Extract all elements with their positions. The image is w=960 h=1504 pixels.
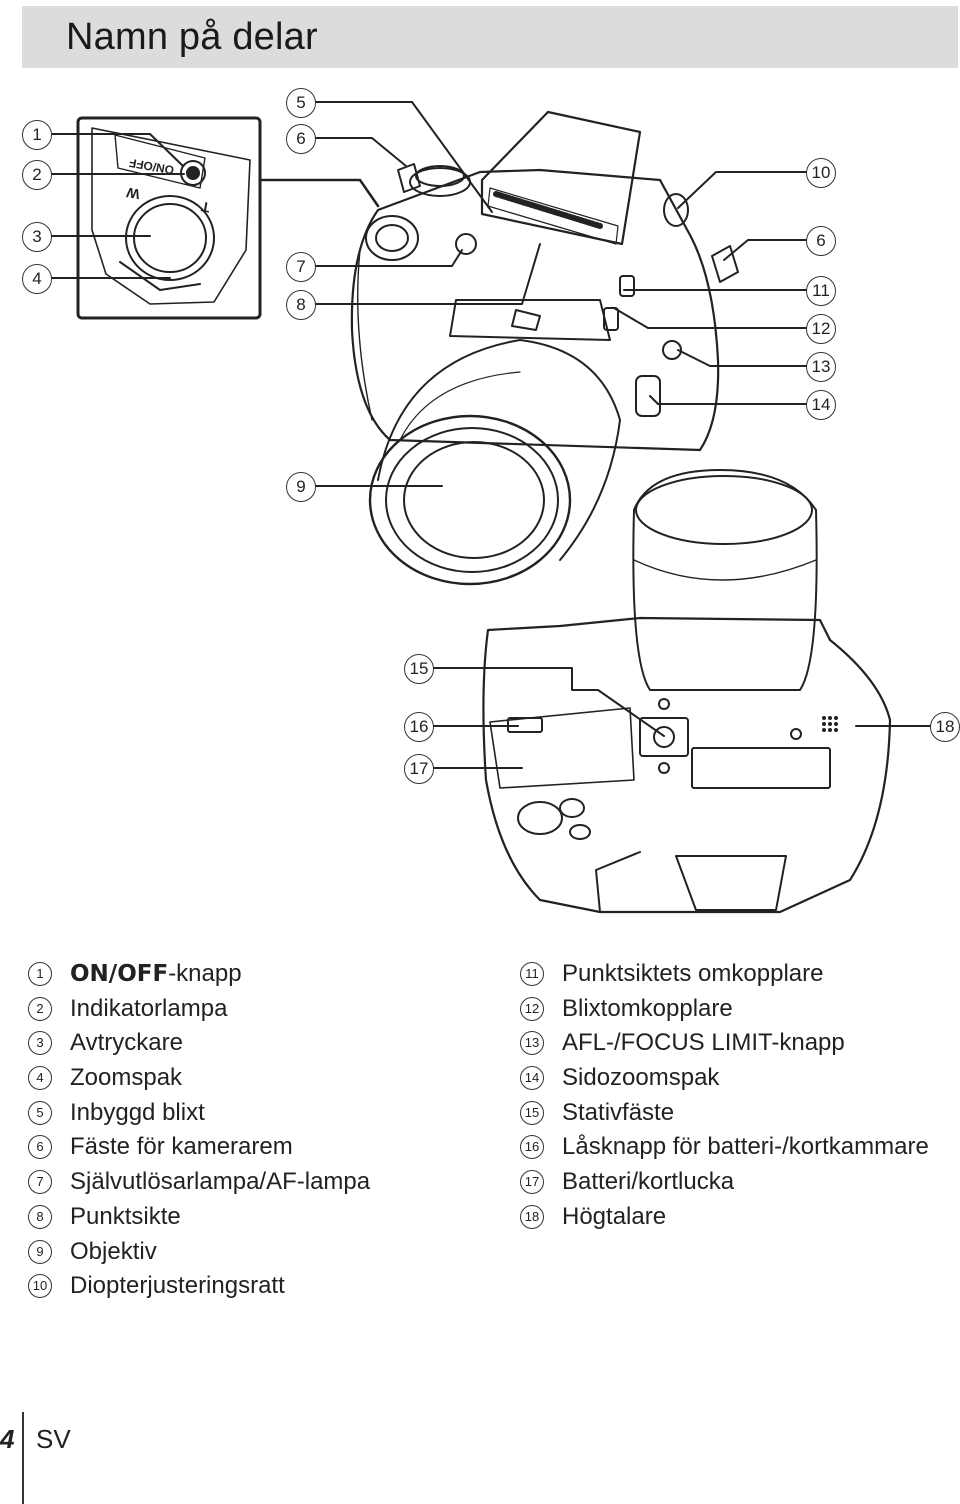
legend-number: 8 [28,1204,52,1229]
legend-number: 10 [28,1274,52,1299]
legend-number: 14 [520,1066,544,1091]
tele-marking: T [199,199,211,216]
legend-item: 1 ON/OFF-knapp [28,958,468,993]
legend-number: 12 [520,996,544,1021]
legend-number: 4 [28,1066,52,1091]
legend-label: Inbyggd blixt [70,1098,205,1126]
flash-drawing [480,110,642,246]
legend-item: 5 Inbyggd blixt [28,1097,468,1132]
battery-door-drawing [489,707,635,789]
callout-2: 2 [22,160,52,190]
legend-label: Sidozoomspak [562,1064,720,1092]
legend-item: 9 Objektiv [28,1236,468,1271]
legend-number: 9 [28,1239,52,1264]
legend-right-column: 11 Punktsiktets omkopplare 12 Blixtomkoppl… [520,958,958,1236]
legend-item: 17 Batteri/kortlucka [520,1166,958,1201]
speaker-drawing [822,716,838,732]
legend-label: Batteri/kortlucka [562,1168,735,1196]
callout-15: 15 [404,654,434,684]
lens-drawing [368,414,572,586]
camera-body-front [350,168,720,452]
legend-item: 4 Zoomspak [28,1062,468,1097]
legend-label: Punktsiktets omkopplare [562,960,824,987]
shutter-button-drawing [125,195,215,281]
legend-item: 2 Indikatorlampa [28,993,468,1028]
legend-item: 12 Blixtomkopplare [520,993,958,1028]
legend-item: 10 Diopterjusteringsratt [28,1270,468,1305]
callout-6a: 6 [286,124,316,154]
legend-number: 2 [28,996,52,1021]
footer-divider [22,1412,24,1504]
callout-3: 3 [22,222,52,252]
legend-item: 18 Högtalare [520,1201,958,1236]
tripod-mount-drawing [653,726,675,748]
legend-label: Högtalare [562,1202,667,1230]
legend-item: 7 Självutlösarlampa/AF-lampa [28,1166,468,1201]
legend-label: AFL-/FOCUS LIMIT-knapp [562,1029,845,1057]
legend-label: ON/OFF-knapp [70,960,242,987]
legend-number: 13 [520,1031,544,1056]
callout-18: 18 [930,712,960,742]
callout-17: 17 [404,754,434,784]
callout-5: 5 [286,88,316,118]
legend-number: 7 [28,1170,52,1195]
legend-label: Diopterjusteringsratt [70,1272,285,1300]
page-title: Namn på delar [66,16,318,58]
callout-4: 4 [22,264,52,294]
legend-label: Självutlösarlampa/AF-lampa [70,1168,371,1196]
legend-label: Punktsikte [70,1202,181,1230]
wide-marking: W [124,184,141,202]
callout-16: 16 [404,712,434,742]
callout-9: 9 [286,472,316,502]
legend-number: 11 [520,962,544,986]
camera-body-bottom [482,616,892,914]
callout-13: 13 [806,352,836,382]
legend-number: 17 [520,1170,544,1195]
callout-1: 1 [22,120,52,150]
legend-number: 6 [28,1135,52,1160]
legend-label: Fäste för kamerarem [70,1133,293,1161]
legend-label: Blixtomkopplare [562,994,733,1022]
legend-label: Låsknapp för batteri-/kortkammare [562,1133,929,1161]
legend-label: Zoomspak [70,1064,183,1092]
legend-number: 5 [28,1100,52,1125]
legend-label: Indikatorlampa [70,994,228,1022]
legend-number: 1 [28,962,52,986]
callout-14: 14 [806,390,836,420]
page-number: 4 [0,1424,15,1454]
legend-item: 14 Sidozoomspak [520,1062,958,1097]
legend-item: 8 Punktsikte [28,1201,468,1236]
legend-item: 16 Låsknapp för batteri-/kortkammare [520,1131,958,1166]
legend-left-column: 1 ON/OFF-knapp 2 Indikatorlampa 3 Avtryckar… [28,958,468,1305]
callout-12: 12 [806,314,836,344]
camera-illustration: ON/OFF W T [45,101,931,914]
legend-item: 15 Stativfäste [520,1097,958,1132]
language-code: SV [36,1424,71,1454]
legend-number: 3 [28,1031,52,1056]
inset-frame [76,116,262,320]
section-title-bar: Namn på delar [22,6,958,68]
legend-number: 15 [520,1100,544,1125]
callout-11: 11 [806,276,836,306]
callout-6b: 6 [806,226,836,256]
callout-7: 7 [286,252,316,282]
legend-item: 6 Fäste för kamerarem [28,1131,468,1166]
legend-number: 16 [520,1135,544,1160]
legend-item: 3 Avtryckare [28,1027,468,1062]
callout-10: 10 [806,158,836,188]
legend-item: 11 Punktsiktets omkopplare [520,958,958,993]
legend-label-bold: ON/OFF [70,961,169,987]
legend-label: Stativfäste [562,1098,675,1126]
legend-item: 13 AFL-/FOCUS LIMIT-knapp [520,1027,958,1062]
legend-number: 18 [520,1204,544,1229]
legend-label: Avtryckare [70,1029,183,1057]
legend-label: Objektiv [70,1237,157,1265]
callout-8: 8 [286,290,316,320]
